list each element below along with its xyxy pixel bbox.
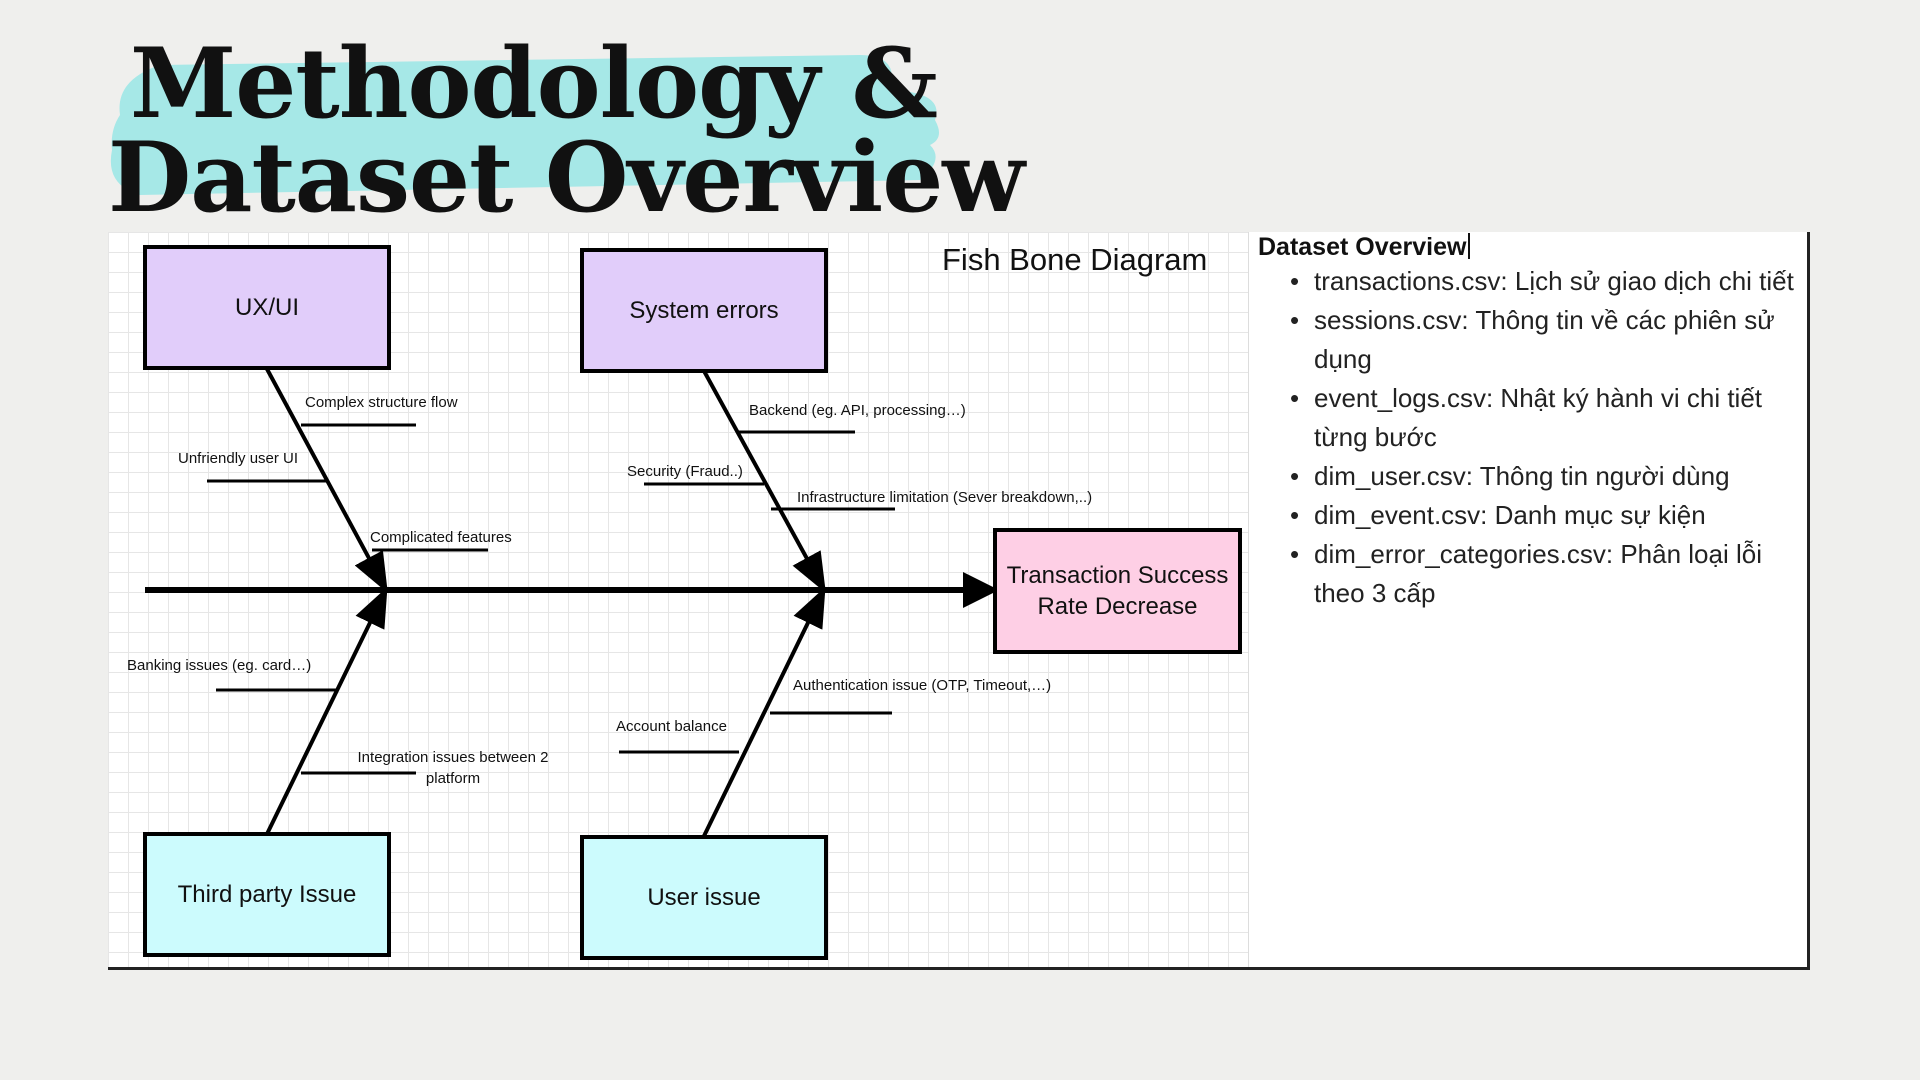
cause-label: Banking issues (eg. card…) xyxy=(127,657,312,674)
fishbone-lines xyxy=(145,368,999,837)
list-item: dim_user.csv: Thông tin người dùng xyxy=(1290,457,1798,496)
category-box-ux-ui: UX/UI xyxy=(143,245,391,370)
category-box-third-party: Third party Issue xyxy=(143,832,391,957)
bone-ux-ui xyxy=(265,368,388,594)
cause-label: Backend (eg. API, processing…) xyxy=(749,402,966,419)
list-item: dim_error_categories.csv: Phân loại lỗi … xyxy=(1290,535,1798,613)
bone-third-party xyxy=(265,586,388,835)
content-panel: Fish Bone Diagram UX/UI System errors Th… xyxy=(108,232,1810,970)
list-item: transactions.csv: Lịch sử giao dịch chi … xyxy=(1290,262,1798,301)
cause-label: Complex structure flow xyxy=(305,394,458,411)
bone-user-issue xyxy=(702,586,826,837)
fishbone-diagram: Fish Bone Diagram UX/UI System errors Th… xyxy=(108,232,1249,967)
cause-label: Complicated features xyxy=(370,529,512,546)
cause-label: Security (Fraud..) xyxy=(627,463,743,480)
slide-title: Methodology & Dataset Overview xyxy=(100,20,1025,226)
text-cursor xyxy=(1468,233,1471,259)
effect-label: Transaction Success Rate Decrease xyxy=(1006,562,1229,620)
category-label-system-errors: System errors xyxy=(629,297,779,324)
category-label-third-party: Third party Issue xyxy=(177,881,357,908)
list-item: dim_event.csv: Danh mục sự kiện xyxy=(1290,496,1798,535)
title-line-2: Dataset Overview xyxy=(108,121,1025,234)
category-label-user-issue: User issue xyxy=(647,884,761,911)
effect-box: Transaction Success Rate Decrease xyxy=(993,528,1242,654)
dataset-file-list: transactions.csv: Lịch sử giao dịch chi … xyxy=(1258,262,1798,613)
category-label-ux-ui: UX/UI xyxy=(234,294,299,321)
list-item: sessions.csv: Thông tin về các phiên sử … xyxy=(1290,301,1798,379)
overview-heading: Dataset Overview xyxy=(1258,232,1471,262)
bone-system-errors xyxy=(702,370,826,594)
cause-label: Integration issues between 2 platform xyxy=(357,749,549,787)
category-box-user-issue: User issue xyxy=(580,835,828,960)
cause-label: Account balance xyxy=(616,718,727,735)
category-box-system-errors: System errors xyxy=(580,248,828,373)
overview-heading-text: Dataset Overview xyxy=(1258,233,1467,261)
title-highlight-brushstroke xyxy=(110,55,940,195)
cause-label: Infrastructure limitation (Sever breakdo… xyxy=(797,489,1093,506)
diagram-heading: Fish Bone Diagram xyxy=(942,242,1208,277)
title-line-1: Methodology & xyxy=(130,27,938,140)
cause-label: Unfriendly user UI xyxy=(178,450,299,467)
list-item: event_logs.csv: Nhật ký hành vi chi tiết… xyxy=(1290,379,1798,457)
cause-label: Authentication issue (OTP, Timeout,…) xyxy=(793,677,1052,694)
